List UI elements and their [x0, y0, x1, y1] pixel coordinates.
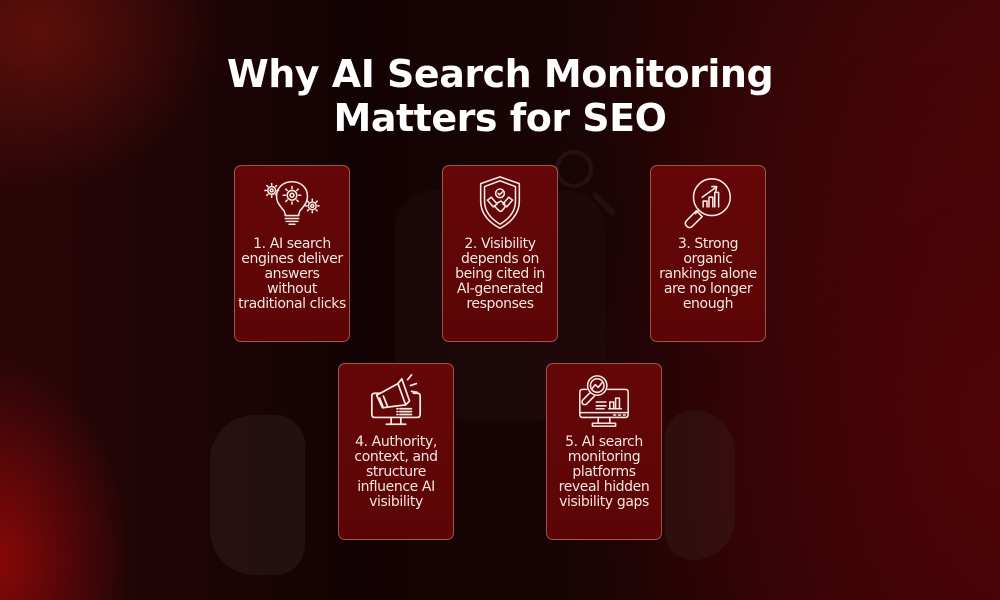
- background-hand-left: [210, 415, 305, 575]
- title-line-2: Matters for SEO: [333, 96, 667, 140]
- monitor-analytics-icon: [575, 372, 633, 430]
- lightbulb-gears-icon: [263, 174, 321, 232]
- background-hand-right: [665, 410, 735, 560]
- megaphone-monitor-icon: [367, 372, 425, 430]
- reason-card-2: 2. Visibility depends on being cited in …: [442, 165, 558, 342]
- reason-card-4: 4. Authority, context, and structure inf…: [338, 363, 454, 540]
- page-title: Why AI Search Monitoring Matters for SEO: [0, 52, 1000, 140]
- reason-card-text: 2. Visibility depends on being cited in …: [455, 236, 545, 312]
- title-line-1: Why AI Search Monitoring: [226, 52, 774, 96]
- shield-handshake-icon: [471, 174, 529, 232]
- reason-card-text: 4. Authority, context, and structure inf…: [354, 434, 438, 510]
- magnifier-chart-icon: [679, 174, 737, 232]
- reason-card-text: 5. AI search monitoring platforms reveal…: [558, 434, 650, 510]
- reason-card-text: 3. Strong organic rankings alone are no …: [659, 236, 757, 312]
- reason-card-3: 3. Strong organic rankings alone are no …: [650, 165, 766, 342]
- background-magnifier-icon: [555, 150, 593, 188]
- reason-card-1: 1. AI search engines deliver answers wit…: [234, 165, 350, 342]
- reason-card-text: 1. AI search engines deliver answers wit…: [238, 236, 346, 312]
- reason-card-5: 5. AI search monitoring platforms reveal…: [546, 363, 662, 540]
